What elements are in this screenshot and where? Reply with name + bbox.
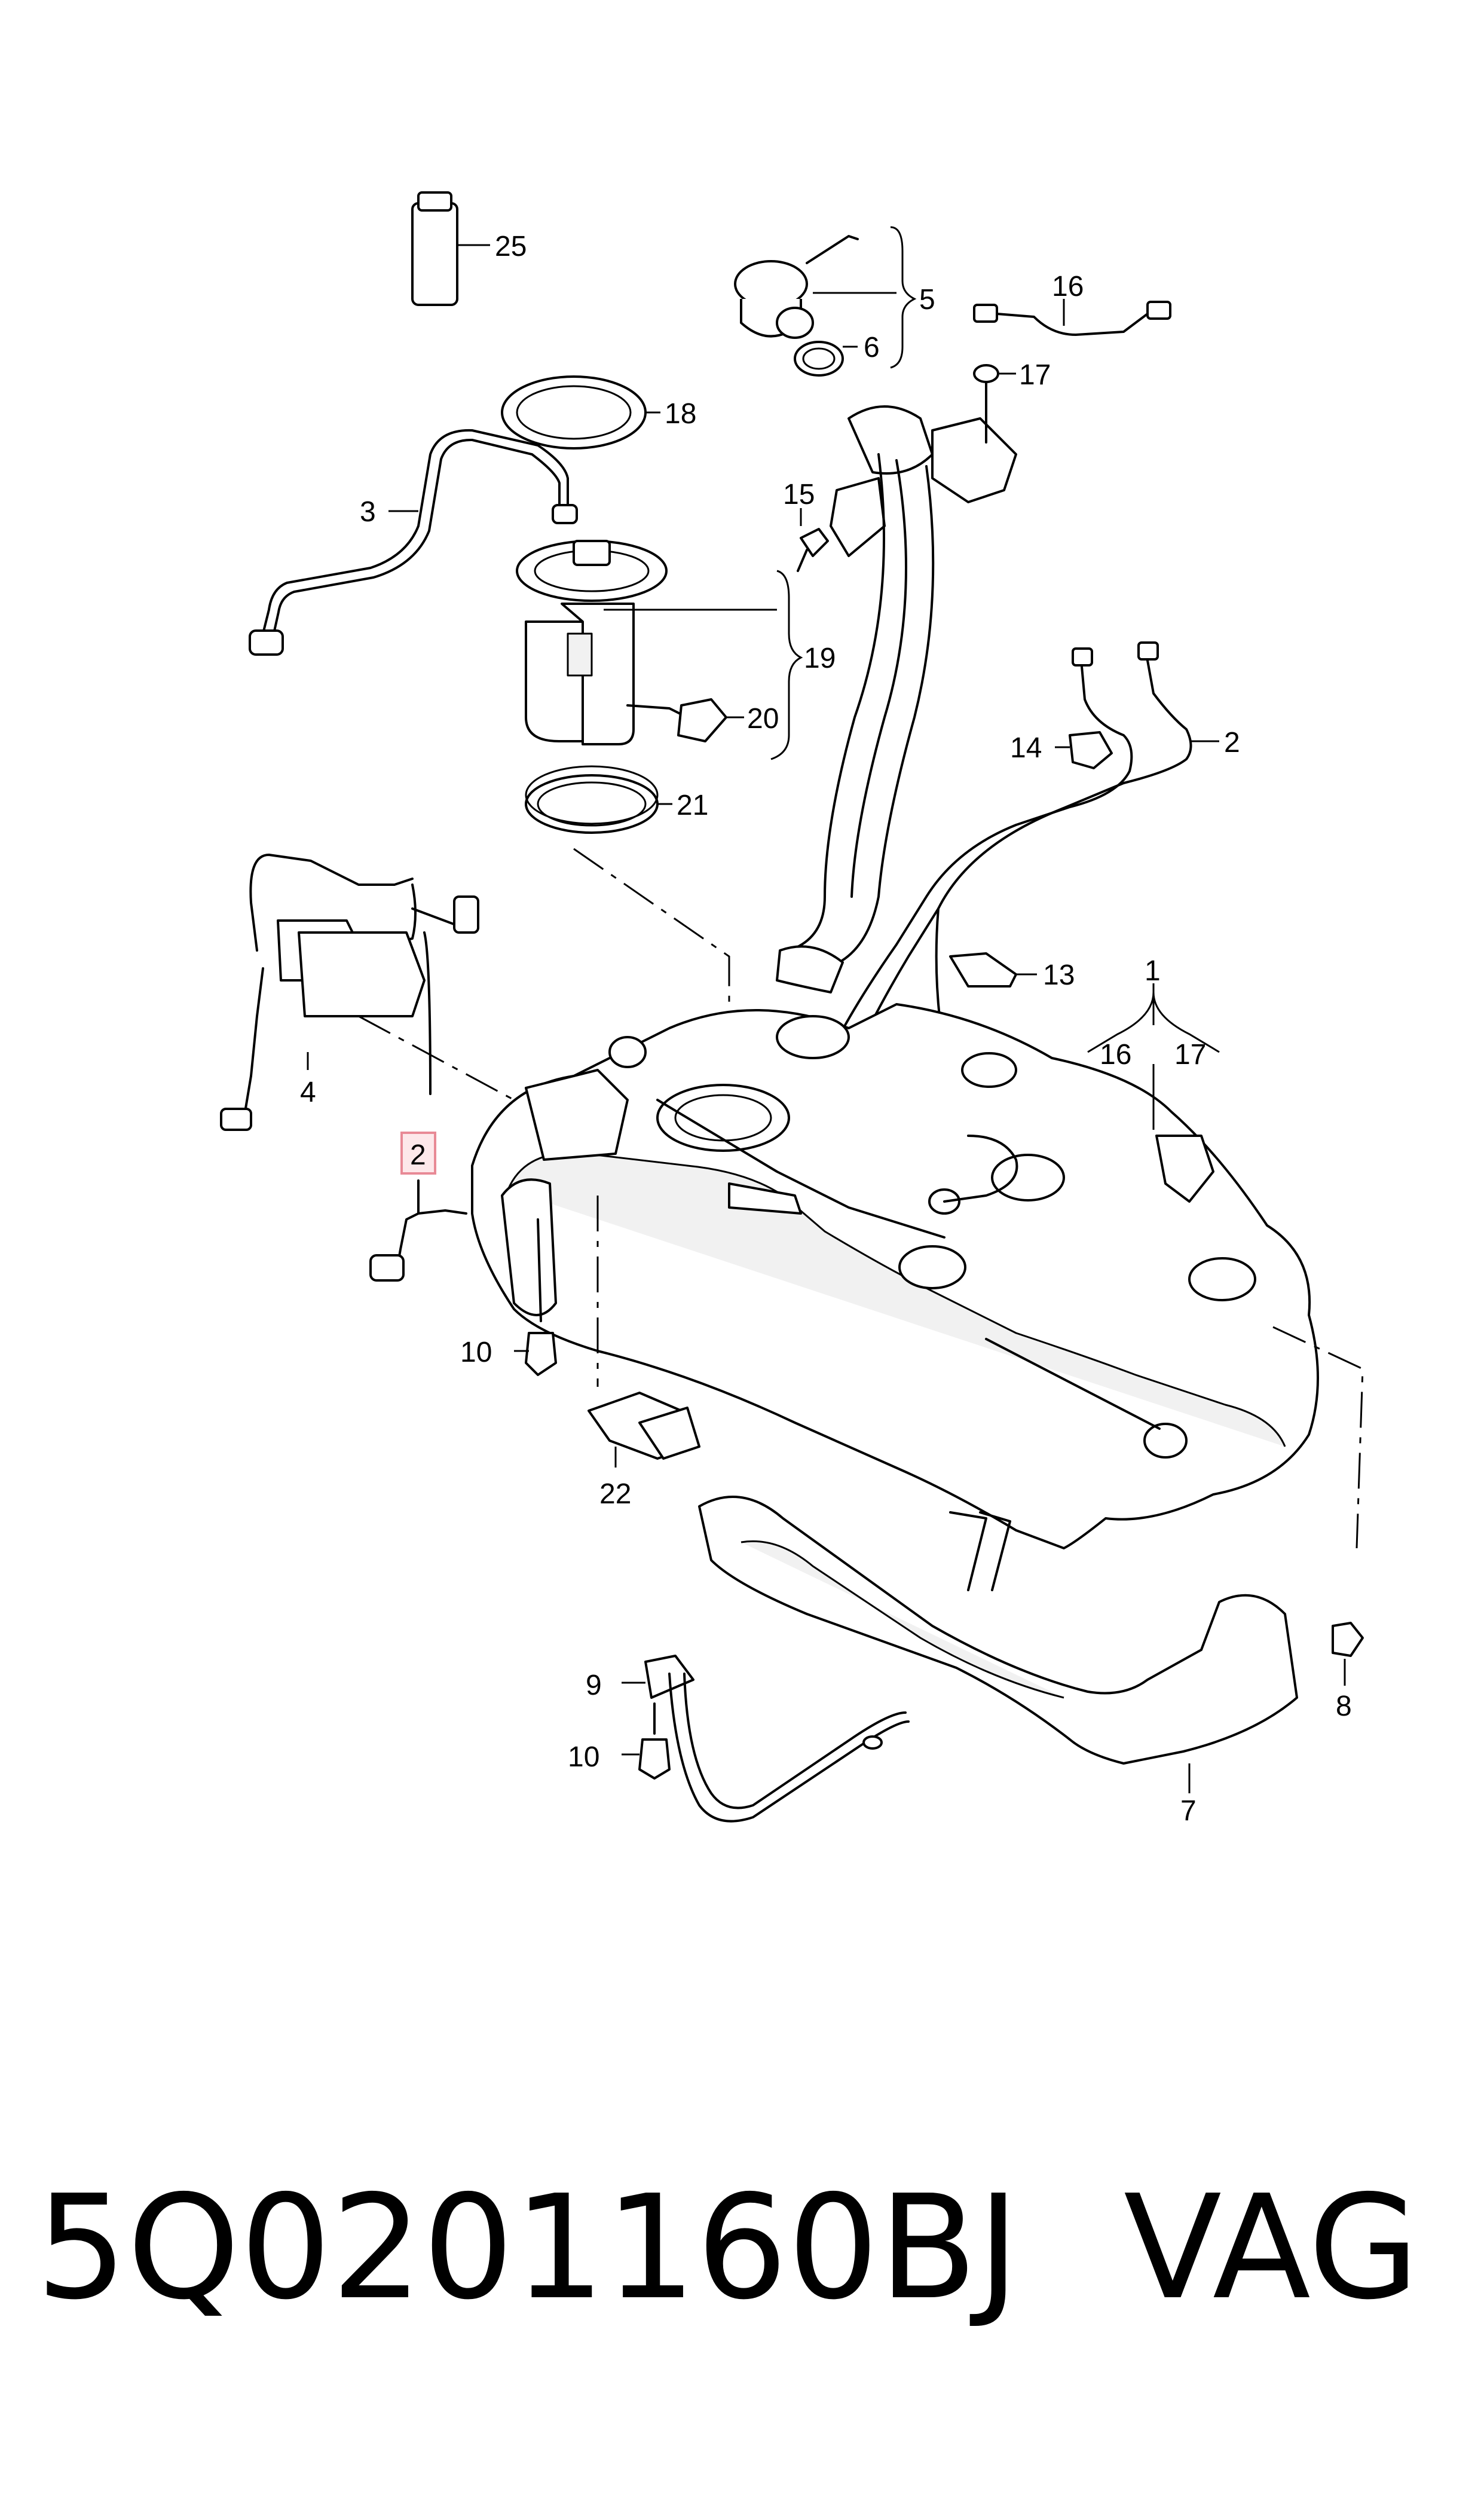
part-2-line-left (369, 1179, 467, 1282)
callout-labels: 25 18 3 19 20 21 5 6 16 17 15 2 14 13 1 … (300, 231, 1352, 1827)
label-25: 25 (495, 231, 527, 262)
label-21: 21 (677, 790, 708, 821)
label-5: 5 (919, 284, 935, 316)
label-16-lower: 16 (1100, 1039, 1131, 1071)
part-14-clip (1055, 731, 1113, 769)
part-10-bolt-lower (622, 1702, 671, 1780)
part-22-bracket (588, 1196, 700, 1468)
part-15-bolt (797, 508, 829, 572)
label-13: 13 (1043, 959, 1075, 991)
label-2-right: 2 (1224, 727, 1240, 759)
part-3-fuel-line (249, 429, 578, 656)
label-15: 15 (783, 479, 815, 510)
label-2-highlighted: 2 (410, 1139, 426, 1171)
part-5-filler-cap (734, 226, 917, 369)
label-3: 3 (360, 496, 376, 528)
part-21-locking-ring (525, 765, 672, 834)
filler-neck (776, 405, 1017, 993)
part-1-fuel-tank (471, 983, 1319, 1549)
label-10-lower: 10 (568, 1741, 599, 1773)
label-4: 4 (300, 1077, 316, 1108)
part-20-sensor (626, 698, 744, 742)
part-8-nut (1332, 1622, 1364, 1686)
brand-name: VAG (1124, 2164, 1419, 2331)
label-7: 7 (1180, 1795, 1197, 1827)
highlighted-part-callout-box[interactable] (400, 1132, 436, 1175)
part-16-wire-upper (973, 299, 1171, 444)
label-18: 18 (665, 398, 696, 430)
label-6: 6 (864, 332, 880, 363)
label-17-upper: 17 (1019, 359, 1051, 391)
label-9: 9 (586, 1670, 602, 1701)
label-1: 1 (1145, 955, 1161, 987)
part-19-fuel-pump-module (516, 540, 803, 760)
label-16-upper: 16 (1052, 271, 1084, 302)
label-8: 8 (1336, 1690, 1352, 1722)
label-19: 19 (804, 643, 836, 674)
part-18-seal-ring (501, 375, 660, 450)
part-7-heat-shield (698, 1496, 1298, 1793)
label-10-upper: 10 (460, 1337, 492, 1368)
label-22: 22 (599, 1478, 631, 1510)
part-number: 5Q0201160BJ (36, 2164, 1020, 2331)
part-6-seal (794, 341, 858, 377)
part-4-harness (220, 854, 515, 1131)
part-25-bottle (411, 191, 490, 306)
label-20: 20 (747, 703, 779, 735)
label-17-lower: 17 (1174, 1039, 1206, 1071)
part-9-strap (622, 1655, 910, 1823)
label-14: 14 (1010, 732, 1042, 764)
part-10-bolt-upper (514, 1218, 557, 1376)
part-13-clip (949, 952, 1037, 988)
